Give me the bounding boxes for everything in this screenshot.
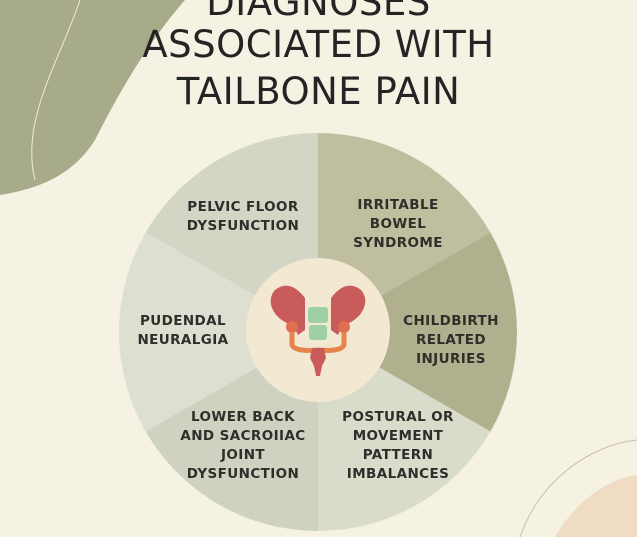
wheel-segment — [318, 232, 517, 432]
segment-label-postural: POSTURAL OR MOVEMENT PATTERN IMBALANCES — [342, 409, 454, 482]
title-line-1: DIAGNOSES — [206, 0, 431, 24]
title-line-3: TAILBONE PAIN — [176, 70, 461, 113]
pelvis-icon — [270, 285, 366, 376]
decor-line — [519, 439, 637, 537]
segment-label-pudendal: PUDENDAL NEURALGIA — [137, 313, 229, 348]
decor-line — [31, 0, 81, 181]
segment-label-lower-back: LOWER BACK AND SACROIIAC JOINT DYSFUNCTI… — [180, 409, 306, 482]
wheel-segment — [119, 232, 318, 432]
green-blob — [0, 0, 185, 195]
segment-label-pelvic-floor: PELVIC FLOOR DYSFUNCTION — [186, 199, 300, 234]
title-line-2: ASSOCIATED WITH — [142, 23, 495, 66]
segment-label-childbirth: CHILDBIRTH RELATED INJURIES — [403, 313, 499, 367]
peach-blob — [555, 475, 637, 537]
segment-label-ibs: IRRITABLE BOWEL SYNDROME — [353, 197, 443, 251]
